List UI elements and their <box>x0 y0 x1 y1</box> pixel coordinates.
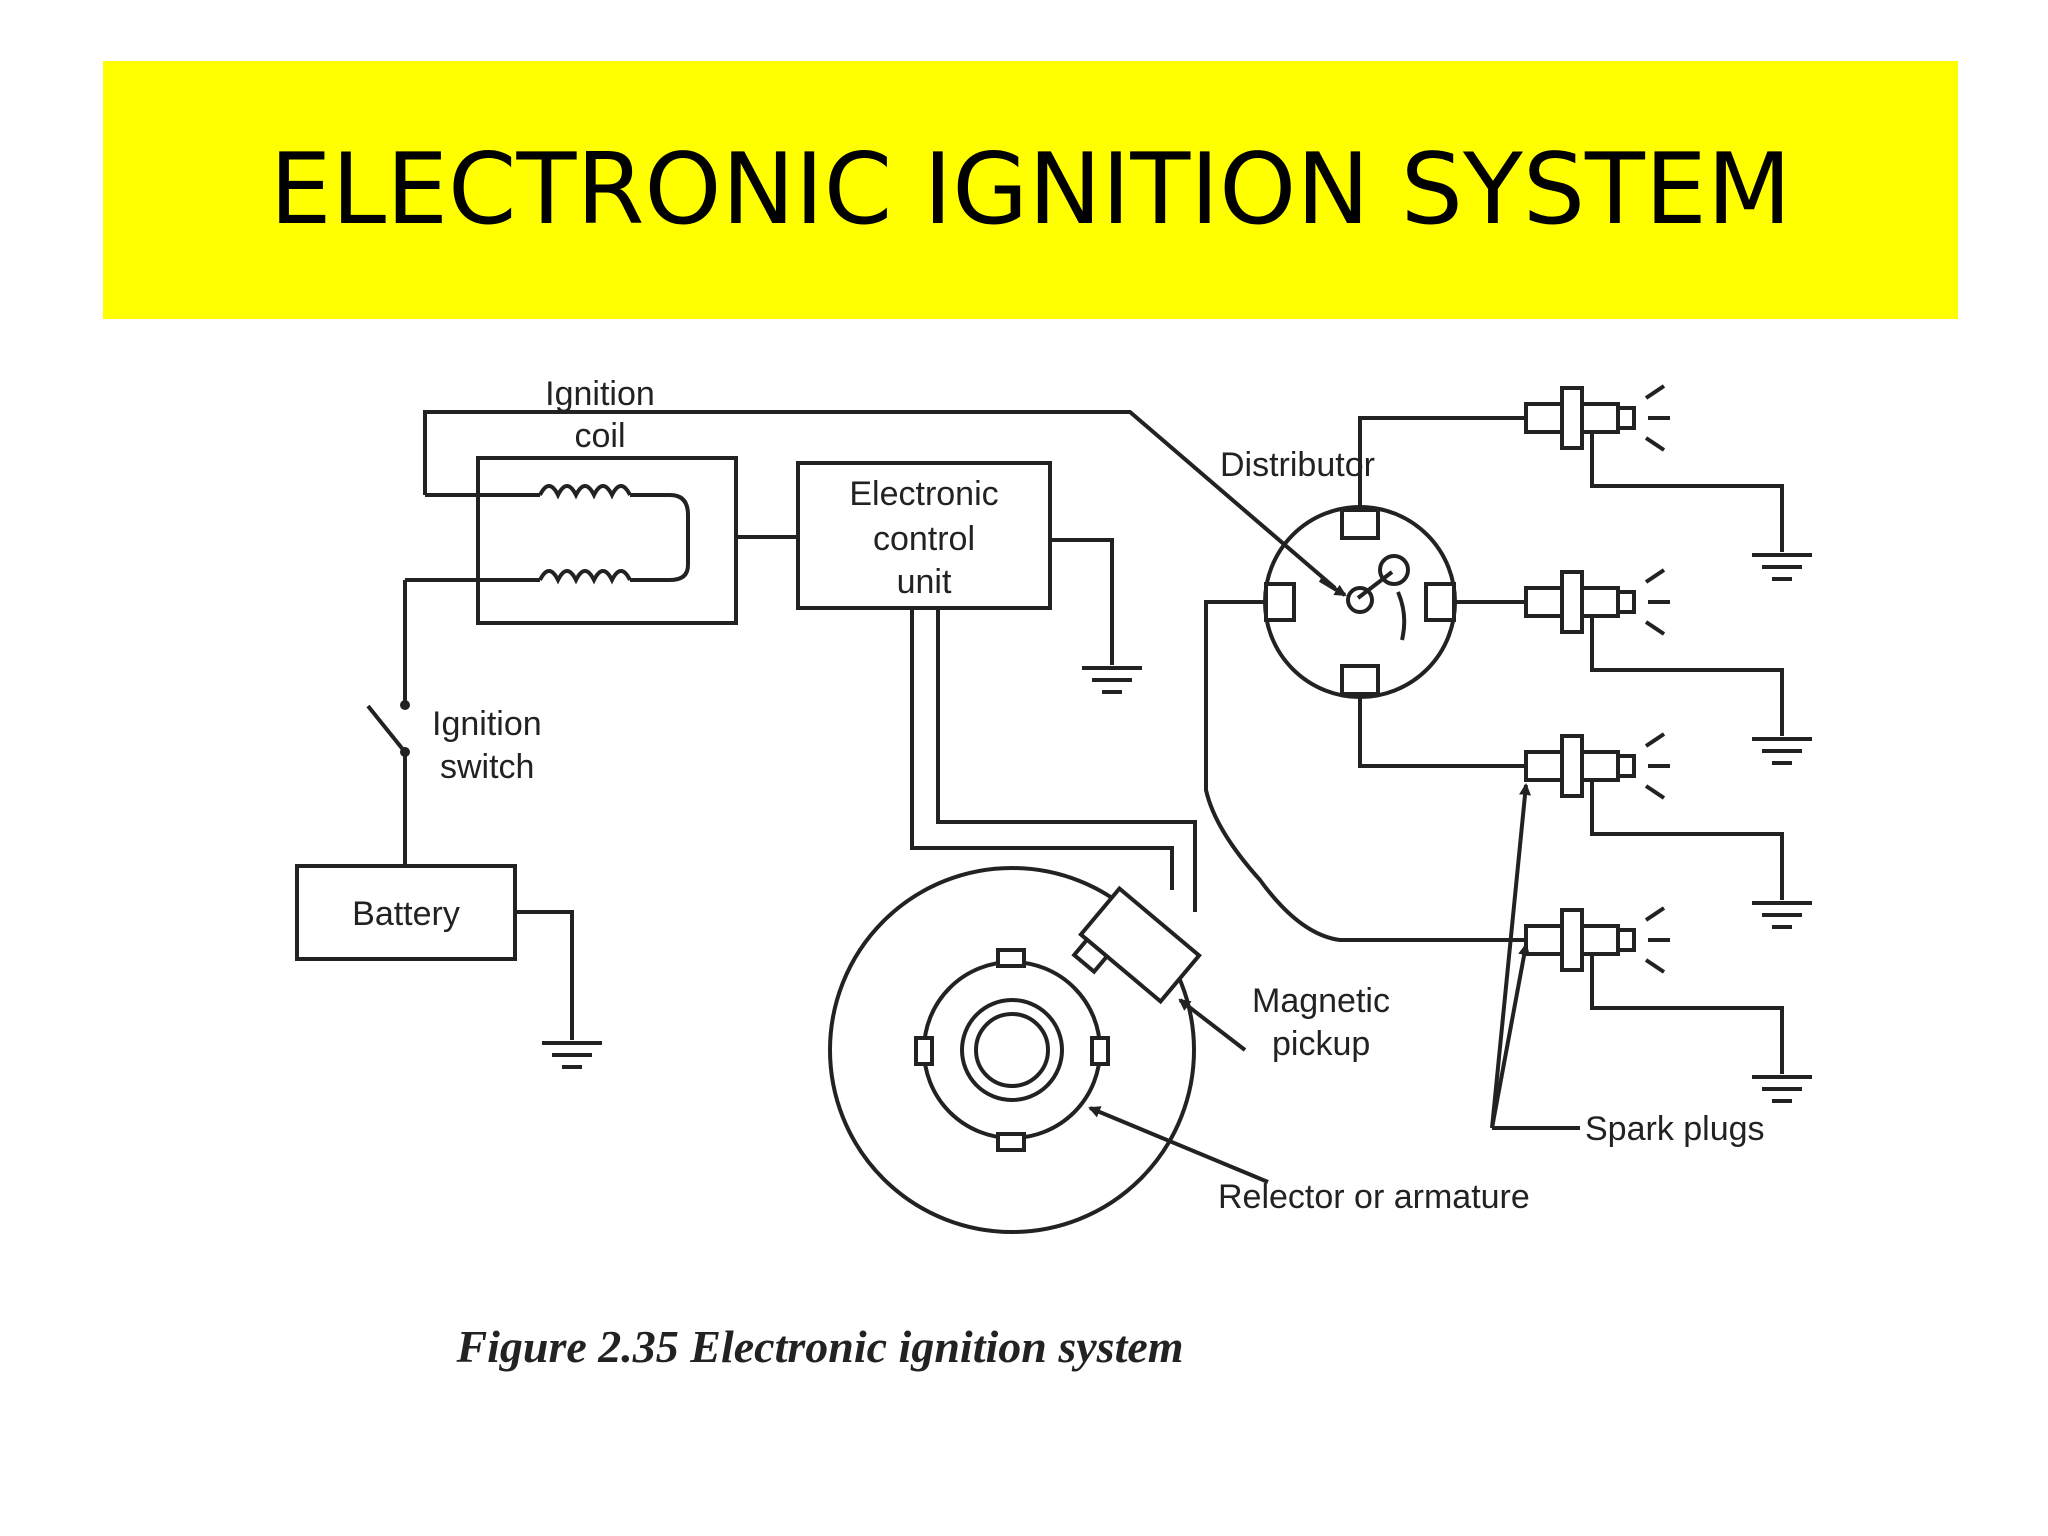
spark-plug-pointer <box>1490 943 1531 1129</box>
figure-caption: Figure 2.35 Electronic ignition system <box>455 1321 1183 1372</box>
title-banner: ELECTRONIC IGNITION SYSTEM <box>103 61 1958 319</box>
magnetic-pickup <box>1071 885 1202 1005</box>
ecu-label: control <box>873 520 975 558</box>
pickup-wires <box>910 608 1197 912</box>
ground-symbol <box>1082 666 1142 694</box>
electronic-control-unit <box>796 461 1052 610</box>
spark-plugs-label: Spark plugs <box>1585 1110 1765 1148</box>
reluctor-wheel <box>828 866 1196 1234</box>
spark-plug-pointer <box>1490 783 1531 1129</box>
ignition-switch <box>366 704 407 754</box>
spark-plug <box>1524 384 1812 581</box>
plug-leads <box>1204 416 1526 942</box>
ignition-coil-label: coil <box>574 417 625 455</box>
spark-plug <box>1524 732 1812 929</box>
distributor-label: Distributor <box>1220 446 1375 484</box>
ground-symbol <box>542 1041 602 1069</box>
slide-title: ELECTRONIC IGNITION SYSTEM <box>269 133 1792 247</box>
ht-lead <box>423 410 1337 590</box>
spark-plug <box>1524 906 1812 1103</box>
spark-plugs <box>1524 384 1812 1103</box>
ecu-ground-wire <box>1050 538 1114 665</box>
battery-box <box>295 864 517 961</box>
relector-label: Relector or armature <box>1218 1178 1530 1216</box>
battery-ground-wire <box>515 910 574 1040</box>
ecu-label: unit <box>897 563 952 601</box>
magnetic-pickup-label: pickup <box>1272 1025 1370 1063</box>
ignition-coil-label: Ignition <box>545 375 655 413</box>
battery-label: Battery <box>352 895 460 933</box>
distributor <box>1263 505 1457 699</box>
ecu-label: Electronic <box>849 475 998 513</box>
ignition-switch-label: Ignition <box>432 705 542 743</box>
spark-plug <box>1524 568 1812 765</box>
pickup-pointer <box>1178 998 1247 1052</box>
relector-pointer <box>1088 1106 1269 1184</box>
ignition-coil <box>405 456 738 625</box>
magnetic-pickup-label: Magnetic <box>1252 982 1390 1020</box>
ignition-switch-label: switch <box>440 748 534 786</box>
